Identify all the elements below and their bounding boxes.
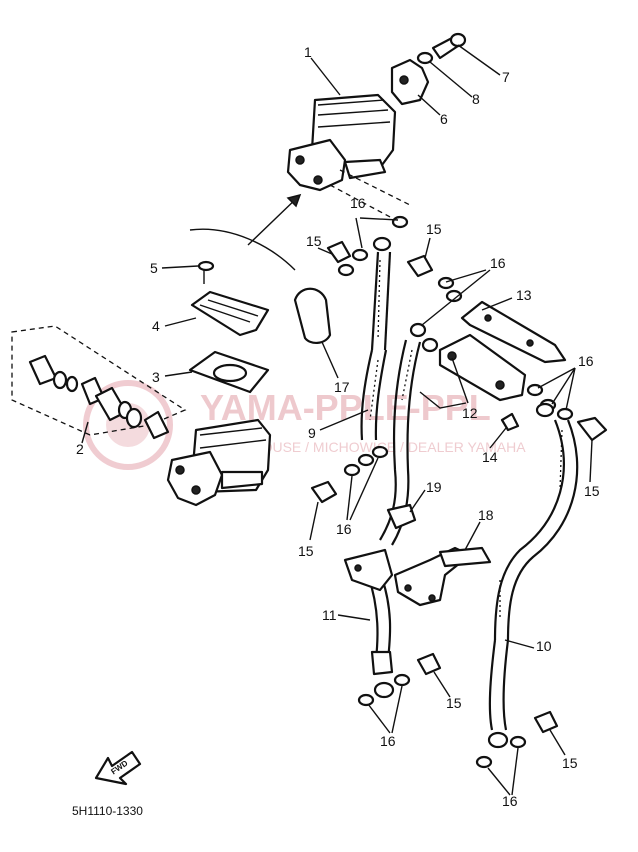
bolt-7 bbox=[431, 32, 467, 60]
washer-8 bbox=[416, 51, 434, 65]
bolt-15-f bbox=[533, 710, 559, 734]
piston-kit-2 bbox=[11, 325, 187, 440]
callout-17: 17 bbox=[334, 379, 350, 395]
callout-15b: 15 bbox=[426, 221, 442, 237]
callout-1: 1 bbox=[304, 44, 312, 60]
callout-15c: 15 bbox=[584, 483, 600, 499]
callout-7: 7 bbox=[502, 69, 510, 85]
callout-2: 2 bbox=[76, 441, 84, 457]
leader-lines bbox=[81, 44, 593, 796]
bolt-15-b bbox=[406, 254, 434, 278]
callout-6: 6 bbox=[440, 111, 448, 127]
callout-labels: 1 2 3 4 5 6 7 8 9 10 11 12 13 14 15 15 1… bbox=[76, 44, 600, 809]
forward-arrow-icon: FWD bbox=[94, 750, 142, 786]
cover-17 bbox=[293, 287, 332, 344]
bracket-18 bbox=[438, 546, 492, 568]
bolt-15-e bbox=[416, 652, 442, 676]
diaphragm-3 bbox=[188, 350, 270, 394]
bracket-19 bbox=[386, 503, 417, 530]
callout-9: 9 bbox=[308, 425, 316, 441]
screw-14 bbox=[500, 412, 520, 432]
master-cylinder-exploded bbox=[166, 418, 272, 507]
bracket-6 bbox=[390, 58, 430, 106]
joint-12 bbox=[438, 333, 527, 402]
bolt-15-a bbox=[326, 240, 355, 277]
callout-15d: 15 bbox=[298, 543, 314, 559]
callout-16b: 16 bbox=[490, 255, 506, 271]
callout-16d: 16 bbox=[336, 521, 352, 537]
bolt-15-c bbox=[576, 416, 608, 442]
hose-11 bbox=[366, 571, 395, 699]
callout-19: 19 bbox=[426, 479, 442, 495]
watermark-subline: WAREHOUSE / MICHOWICE / DEALER YAMAHA bbox=[210, 439, 526, 455]
callout-11: 11 bbox=[322, 607, 337, 623]
callout-16e: 16 bbox=[380, 733, 396, 749]
callout-16a: 16 bbox=[350, 195, 366, 211]
callout-8: 8 bbox=[472, 91, 480, 107]
bracket-13 bbox=[460, 300, 567, 364]
callout-18: 18 bbox=[478, 507, 494, 523]
hose-10 bbox=[487, 402, 579, 749]
callout-10: 10 bbox=[536, 638, 552, 654]
callout-13: 13 bbox=[516, 287, 532, 303]
master-cylinder-top bbox=[286, 93, 397, 192]
callout-16f: 16 bbox=[502, 793, 518, 809]
callout-3: 3 bbox=[152, 369, 160, 385]
callout-14: 14 bbox=[482, 449, 498, 465]
part-code: 5H1110-1330 bbox=[72, 804, 143, 818]
callout-16c: 16 bbox=[578, 353, 594, 369]
cap-4 bbox=[190, 290, 270, 337]
screw-5 bbox=[197, 260, 215, 284]
hose-9 bbox=[360, 236, 392, 441]
callout-12: 12 bbox=[462, 405, 478, 421]
callout-4: 4 bbox=[152, 318, 160, 334]
callout-15f: 15 bbox=[562, 755, 578, 771]
callout-15a: 15 bbox=[306, 233, 322, 249]
callout-5: 5 bbox=[150, 260, 158, 276]
callout-15e: 15 bbox=[446, 695, 462, 711]
bolt-15-d bbox=[310, 480, 338, 504]
